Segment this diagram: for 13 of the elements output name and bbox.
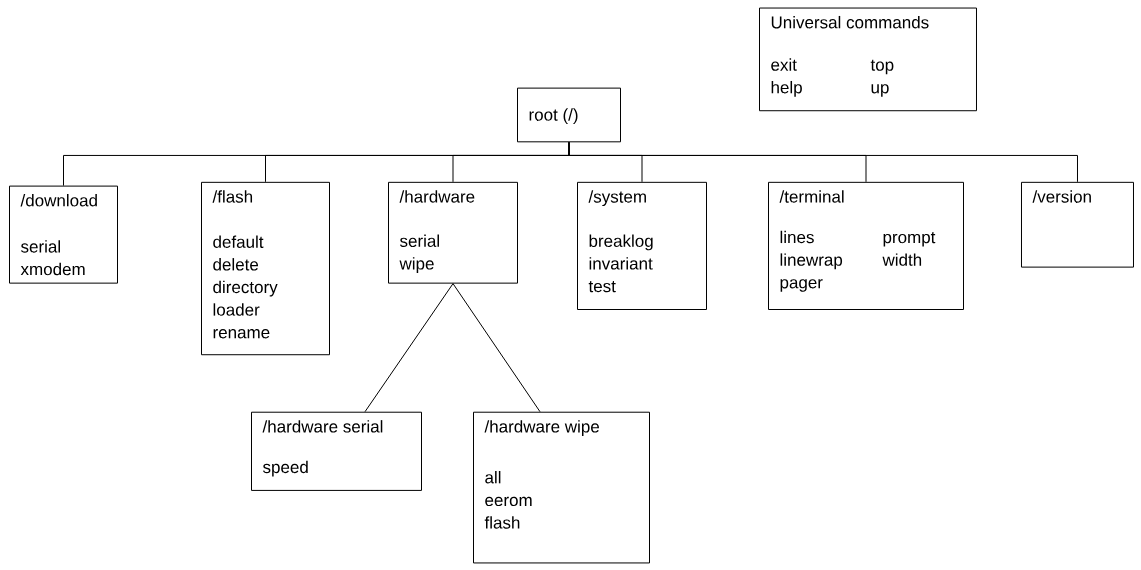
- menu-box: root (/): [517, 87, 621, 143]
- menu-box: /hardware wipe all eerom flash: [473, 411, 650, 564]
- menu-box: /version: [1021, 181, 1134, 268]
- menu-box: /hardware serial wipe: [388, 181, 518, 284]
- menu-box: /terminal lines prompt linewrap width pager: [768, 181, 964, 310]
- menu-box: /system breaklog invariant test: [577, 181, 707, 310]
- menu-box: Universal commands exit top help up: [759, 7, 977, 112]
- menu-box: /download serial xmodem: [9, 185, 118, 284]
- menu-box: /flash default delete directory loader rename: [201, 181, 330, 356]
- menu-box: /hardware serial speed: [251, 411, 422, 491]
- connector-line: [364, 283, 454, 413]
- connector-line: [452, 283, 541, 413]
- connector-line: [568, 141, 1078, 183]
